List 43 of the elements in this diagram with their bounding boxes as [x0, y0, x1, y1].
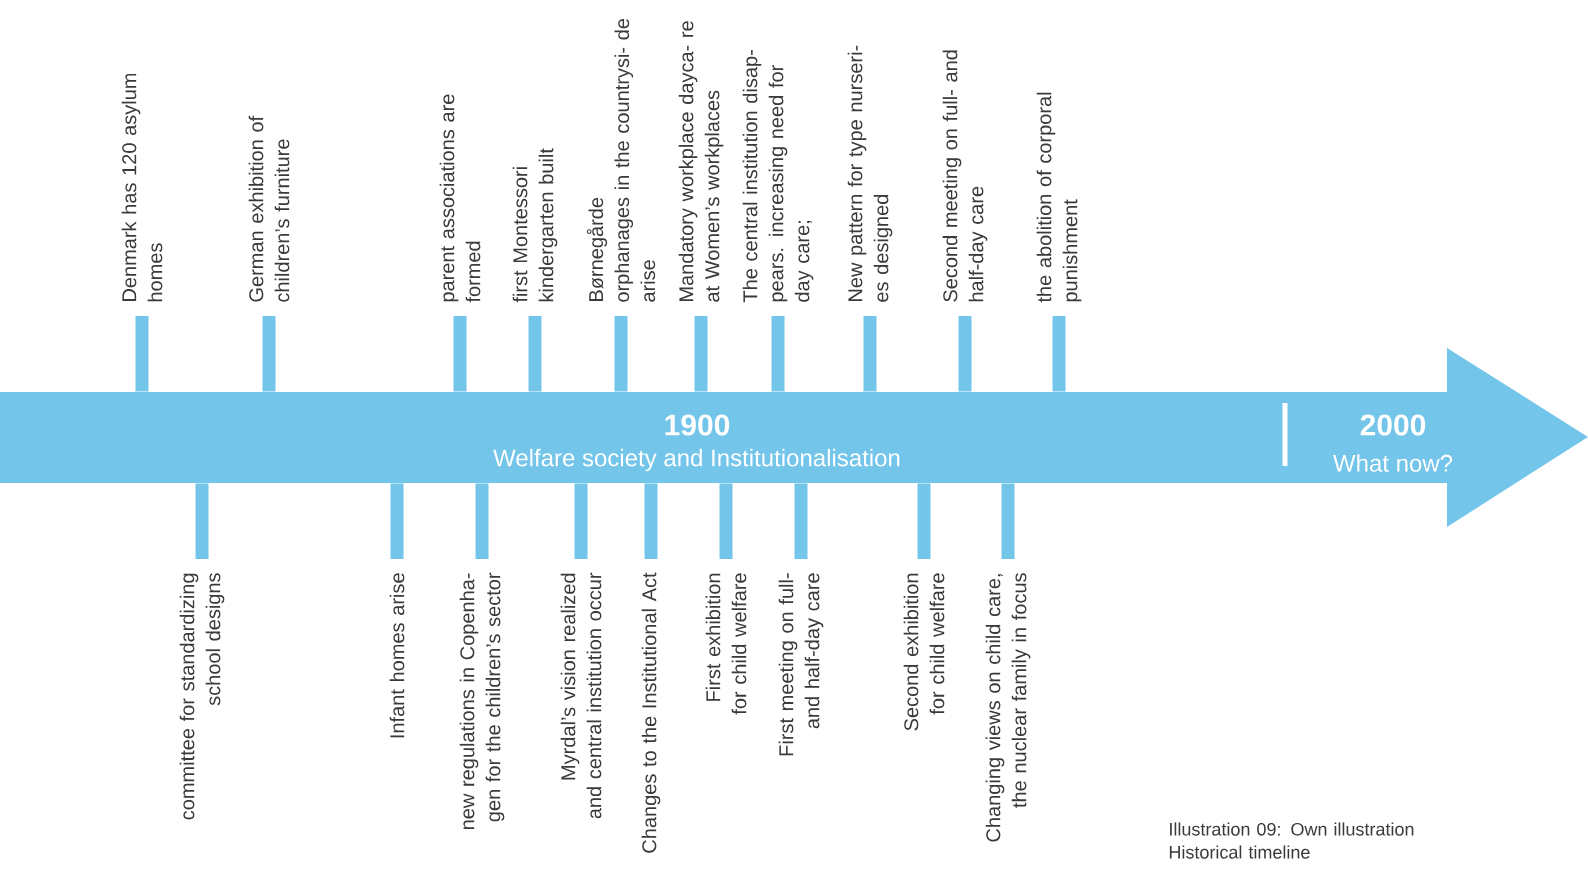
event-label: Børnegårde orphanages in the countrysi- de arise	[586, 18, 656, 302]
tick-mark	[135, 316, 149, 392]
tick-mark	[694, 316, 708, 392]
tick-mark	[794, 483, 808, 559]
event-label: First exhibition for child welfare	[705, 573, 747, 715]
tick-mark	[614, 316, 628, 392]
event-label: First meeting on full- and half-day care	[778, 573, 824, 756]
event-label: the abolition of corporal punishment	[1036, 92, 1082, 303]
tick-mark	[771, 316, 785, 392]
tick-mark	[528, 316, 542, 392]
tick-mark	[1052, 316, 1066, 392]
event-label: Second exhibition for child welfare	[903, 573, 945, 731]
tick-mark	[863, 316, 877, 392]
event-label: Infant homes arise	[389, 573, 405, 738]
event-label: German exhibition of children’s furniture	[248, 115, 290, 302]
event-label: The central institution disap- pears. increasing need for day care;	[742, 50, 814, 303]
year-label: 2000	[1360, 414, 1426, 436]
event-label: Denmark has 120 asylum homes	[121, 73, 163, 302]
tick-mark	[644, 483, 658, 559]
event-label: New pattern for type nurseri- es designed	[847, 45, 893, 302]
caption: Illustration 09: Own illustration Historical timeline	[1169, 822, 1414, 859]
tick-mark	[453, 316, 467, 392]
tick-mark	[719, 483, 733, 559]
tick-mark	[574, 483, 588, 559]
event-label: parent associations are formed	[439, 94, 481, 303]
event-label: first Montessori kindergarten built	[512, 148, 558, 303]
period-label: Welfare society and Institutionalisation	[493, 448, 900, 472]
event-label: Changing views on child care, the nuclear family in focus	[985, 573, 1031, 842]
tick-mark	[1001, 483, 1015, 559]
event-label: new regulations in Copenha- gen for the children’s sector	[459, 572, 505, 830]
tick-mark	[958, 316, 972, 392]
event-label: Myrdal’s vision realized and central institution occur	[560, 572, 602, 819]
event-label: committee for standardizing school designs	[179, 573, 225, 820]
year-label: 1900	[665, 414, 730, 436]
tick-mark	[917, 483, 931, 559]
tick-mark	[262, 316, 276, 392]
timeline-arrow	[0, 348, 1588, 527]
tick-mark	[195, 483, 209, 559]
tick-mark	[475, 483, 489, 559]
event-label: Second meeting on full- and half-day care	[942, 50, 988, 302]
tick-mark	[390, 483, 404, 559]
period-label: What now?	[1333, 454, 1453, 472]
event-label: Changes to the Institutional Act	[641, 572, 661, 853]
